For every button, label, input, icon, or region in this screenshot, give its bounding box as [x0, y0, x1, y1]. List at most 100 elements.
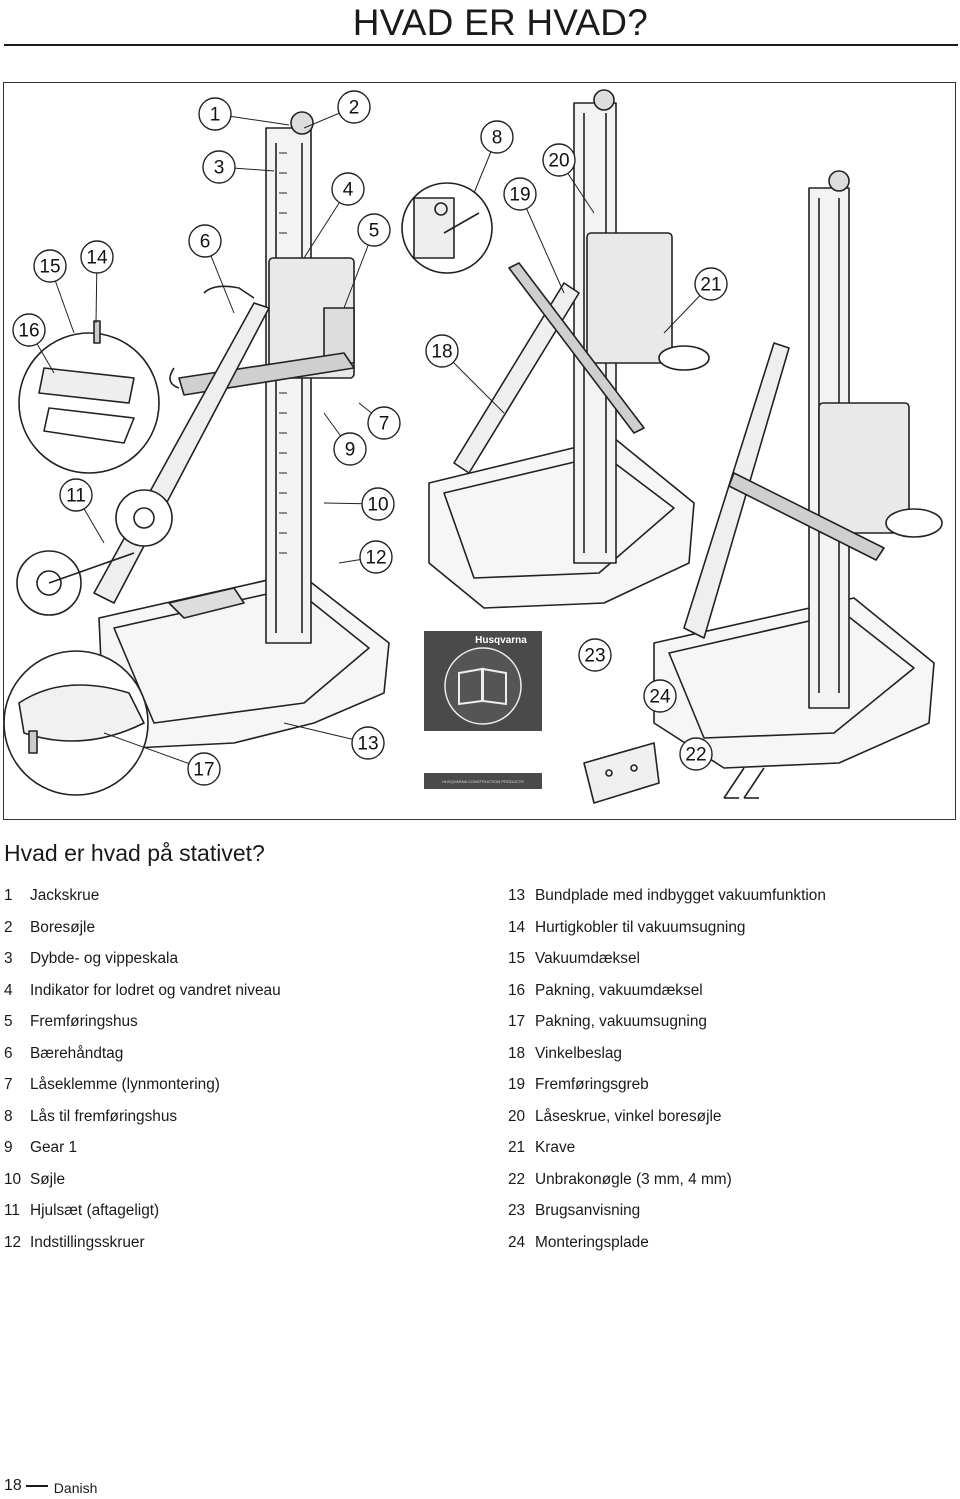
legend-text: Dybde- og vippeskala: [30, 950, 179, 967]
legend-text: Gear 1: [30, 1139, 78, 1156]
callout-number: 1: [210, 105, 221, 126]
legend-text: Monteringsplade: [535, 1233, 649, 1251]
callout-circle: [480, 120, 514, 154]
callout-circle: [187, 752, 221, 786]
callout-number: 3: [214, 158, 225, 179]
legend-item: 9 Gear 1: [4, 1132, 444, 1164]
legend-text: Pakning, vakuumsugning: [535, 1013, 707, 1030]
legend-text: Boresøjle: [30, 918, 96, 936]
legend-number: 15: [508, 950, 526, 967]
callout-14: 14: [80, 240, 114, 274]
legend-number: 9: [4, 1139, 13, 1156]
legend-text: Vakuumdæksel: [535, 950, 640, 967]
parts-illustration: Husqvarna HUSQVARNA CONSTRUCTION PRODUCT…: [3, 82, 956, 820]
callout-circle: [59, 478, 93, 512]
drill-stand-left: [16, 111, 390, 749]
callout-2: 2: [337, 90, 371, 124]
callout-number: 7: [379, 414, 390, 435]
callout-circle: [337, 90, 371, 124]
page-language: Danish: [53, 1480, 98, 1496]
callout-number: 17: [193, 760, 214, 781]
callout-circle: [351, 726, 385, 760]
page-footer: 18 Danish: [4, 1476, 97, 1496]
drill-stand-right: [653, 170, 943, 769]
callout-13: 13: [351, 726, 385, 760]
callout-number: 10: [367, 495, 388, 516]
callout-18: 18: [425, 334, 459, 368]
callout-leader-17: [103, 732, 205, 770]
callout-number: 23: [584, 646, 605, 667]
legend-number: 23: [508, 1202, 526, 1219]
vacuum-cover-detail: [18, 320, 160, 474]
callout-circle: [188, 224, 222, 258]
callout-circle: [12, 313, 46, 347]
callout-number: 24: [649, 687, 671, 708]
legend-item: 2 Boresøjle: [4, 912, 444, 944]
callout-circle: [357, 213, 391, 247]
legend-number: 3: [4, 950, 13, 967]
legend-text: Fremføringshus: [30, 1013, 138, 1030]
callout-circle: [578, 638, 612, 672]
callout-number: 11: [66, 486, 86, 507]
legend-text: Hurtigkobler til vakuumsugning: [535, 918, 746, 936]
callout-19: 19: [503, 177, 537, 211]
callout-circle: [425, 334, 459, 368]
callout-circle: [359, 540, 393, 574]
legend-text: Pakning, vakuumdæksel: [535, 981, 703, 999]
callout-12: 12: [359, 540, 393, 574]
legend-text: Låseklemme (lynmontering): [30, 1076, 220, 1093]
callout-circle: [367, 406, 401, 440]
page-header: HVAD ER HVAD?: [0, 0, 960, 48]
callout-circle: [542, 143, 576, 177]
callout-circle: [80, 240, 114, 274]
legend-text: Låseskrue, vinkel boresøjle: [535, 1107, 722, 1125]
illustration-canvas: Husqvarna HUSQVARNA CONSTRUCTION PRODUCT…: [4, 89, 943, 804]
legend-number: 19: [508, 1076, 526, 1093]
callout-number: 8: [492, 128, 503, 149]
callout-number: 14: [86, 248, 108, 269]
legend-number: 24: [508, 1233, 526, 1251]
legend-text: Bundplade med indbygget vakuumfunktion: [535, 887, 826, 904]
legend-number: 11: [4, 1202, 20, 1219]
allen-keys: [723, 767, 765, 799]
callout-17: 17: [187, 752, 221, 786]
legend-number: 17: [508, 1013, 526, 1030]
callout-number: 4: [343, 180, 354, 201]
operators-manual: Husqvarna HUSQVARNA CONSTRUCTION PRODUCT…: [424, 631, 542, 789]
callout-8: 8: [480, 120, 514, 154]
legend-text: Søjle: [30, 1170, 66, 1188]
callout-circle: [202, 150, 236, 184]
callout-circle: [643, 679, 677, 713]
callout-11: 11: [59, 478, 93, 512]
legend-item: 3 Dybde- og vippeskala: [4, 943, 444, 975]
callout-circle: [503, 177, 537, 211]
drill-stand-middle: [428, 89, 710, 609]
callout-23: 23: [578, 638, 612, 672]
callout-5: 5: [357, 213, 391, 247]
legend-number: 2: [4, 918, 13, 936]
feed-lock-detail: [401, 182, 493, 274]
callout-10: 10: [361, 487, 395, 521]
callout-22: 22: [679, 737, 713, 771]
callout-number: 2: [349, 98, 360, 119]
gasket-detail: [4, 650, 149, 796]
legend-text: Unbrakonøgle (3 mm, 4 mm): [535, 1170, 732, 1188]
legend-text: Bærehåndtag: [30, 1044, 124, 1062]
legend-number: 4: [4, 981, 13, 999]
legend-text: Jackskrue: [30, 887, 100, 904]
callout-number: 13: [357, 734, 378, 755]
page-number: 18: [4, 1477, 22, 1494]
